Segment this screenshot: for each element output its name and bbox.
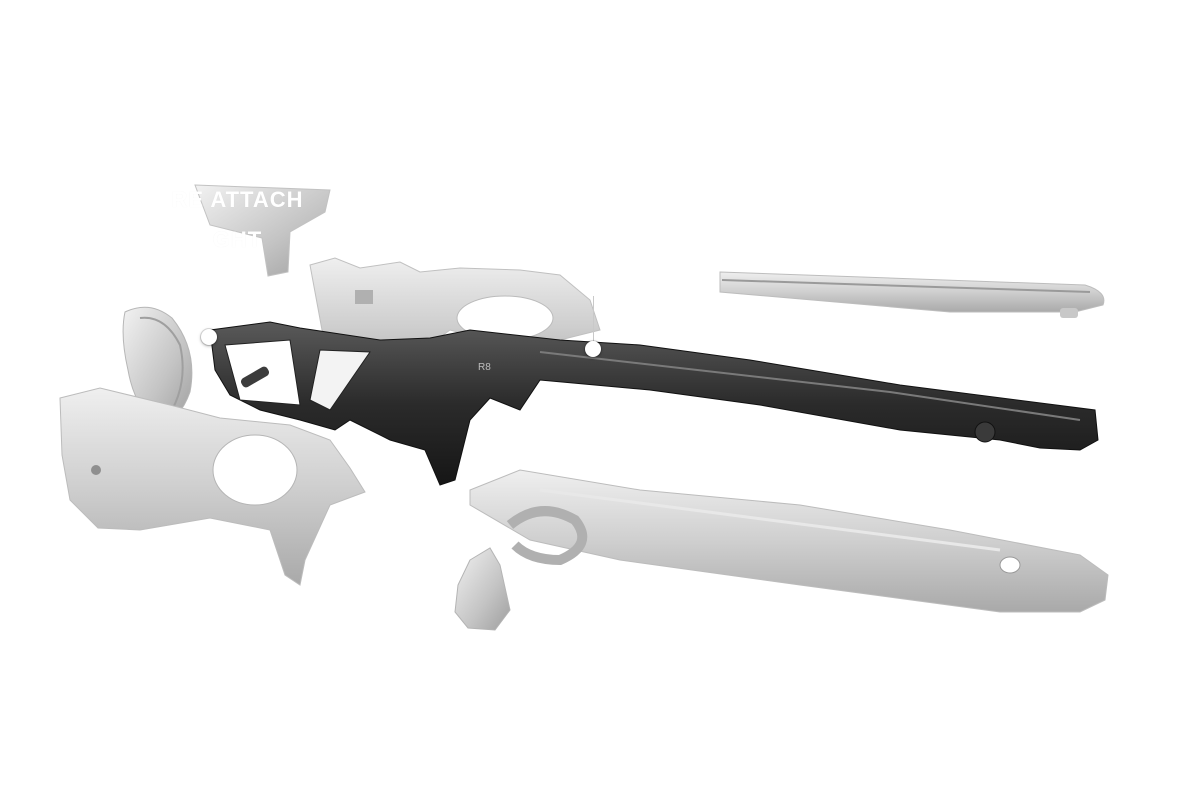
grip-insert-part: [454, 547, 511, 631]
hotspot-leader-line: [593, 296, 594, 348]
receiver-marking: R8: [478, 362, 491, 373]
callout-line-2: GHT: [212, 227, 263, 252]
feature-callout: RE ATTACH GHT: [150, 180, 325, 260]
top-cap-part: [194, 184, 331, 277]
callout-line-1: RE ATTACH: [171, 187, 304, 212]
receiver-chassis-part: R8: [209, 321, 1099, 486]
upper-handguard-part: [719, 271, 1105, 318]
forend-part: [469, 469, 1109, 613]
lower-stock-part: [59, 387, 366, 586]
hotspot-stock-button[interactable]: [201, 329, 217, 345]
hotspot-receiver-button[interactable]: [585, 341, 601, 357]
